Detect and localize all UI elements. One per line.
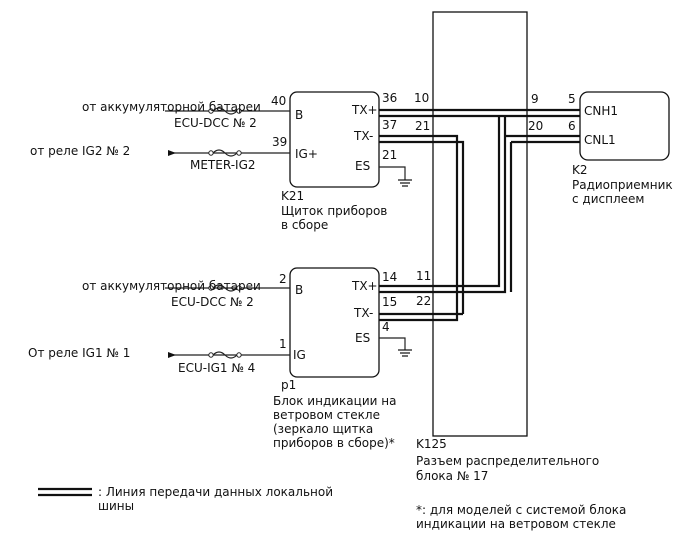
bottom-term-txp: TX+ — [351, 279, 378, 293]
bottom-battery-fuse: ECU-DCC № 2 — [171, 295, 254, 309]
bottom-es-ground-wire — [379, 337, 406, 350]
radio-pin-cnl: 6 — [568, 119, 576, 133]
top-ig-source: от реле IG2 № 2 — [30, 144, 130, 158]
junction-pin-20: 20 — [528, 119, 543, 133]
top-ig-fuse: METER-IG2 — [190, 158, 256, 172]
bottom-pin-b: 2 — [279, 272, 287, 286]
footnote-line2: индикации на ветровом стекле — [416, 517, 616, 531]
bottom-ecu-code: p1 — [281, 378, 296, 392]
bottom-battery-fuse-symbol — [208, 284, 242, 292]
top-ecu-name-line1: Щиток приборов — [281, 204, 387, 218]
bottom-term-b: B — [295, 283, 303, 297]
top-battery-fuse-symbol — [208, 107, 242, 115]
footnote-line1: *: для моделей с системой блока — [416, 503, 626, 517]
legend-bus-symbol — [38, 487, 92, 497]
radio-term-cnh: CNH1 — [584, 104, 618, 118]
legend-text-line2: шины — [98, 499, 134, 513]
top-pin-txm: 37 — [382, 118, 397, 132]
top-es-ground-wire — [379, 166, 406, 180]
radio-code: K2 — [572, 163, 588, 177]
top-battery-fuse: ECU-DCC № 2 — [174, 116, 257, 130]
bottom-term-es: ES — [355, 331, 370, 345]
top-pin-b: 40 — [271, 94, 286, 108]
junction-name-line2: блока № 17 — [416, 469, 488, 483]
bottom-pin-es: 4 — [382, 320, 390, 334]
junction-name-line1: Разъем распределительного — [416, 454, 599, 468]
top-ig-arrow-icon — [168, 150, 176, 156]
junction-code: K125 — [416, 437, 447, 451]
bottom-ecu-name-line4: приборов в сборе)* — [273, 436, 395, 450]
top-ecu-code: K21 — [281, 189, 304, 203]
bottom-ecu-name-line2: ветровом стекле — [273, 408, 380, 422]
radio-pin-cnh: 5 — [568, 92, 576, 106]
junction-pin-21: 21 — [415, 119, 430, 133]
junction-pin-22: 22 — [416, 294, 431, 308]
top-ground-icon — [398, 179, 412, 187]
top-pin-ig: 39 — [272, 135, 287, 149]
top-ecu-name-line2: в сборе — [281, 218, 328, 232]
radio-display-box — [579, 91, 670, 161]
junction-connector-box — [432, 11, 528, 437]
top-term-b: B — [295, 108, 303, 122]
top-term-txp: TX+ — [351, 103, 378, 117]
radio-name-line1: Радиоприемник — [572, 178, 673, 192]
bottom-ecu-name-line1: Блок индикации на — [273, 394, 396, 408]
bottom-ig-fuse-symbol — [208, 351, 242, 359]
top-pin-txp: 36 — [382, 91, 397, 105]
top-ig-fuse-symbol — [208, 149, 242, 157]
junction-pin-9: 9 — [531, 92, 539, 106]
bottom-ig-source: От реле IG1 № 1 — [28, 346, 130, 360]
bottom-ig-arrow-icon — [168, 352, 176, 358]
top-term-ig: IG+ — [295, 147, 318, 161]
bottom-battery-source: от аккумуляторной батареи — [82, 279, 261, 293]
junction-pin-10: 10 — [414, 91, 429, 105]
legend-text-line1: : Линия передачи данных локальной — [98, 485, 333, 499]
radio-term-cnl: CNL1 — [584, 133, 616, 147]
top-pin-es: 21 — [382, 148, 397, 162]
bottom-ecu-name-line3: (зеркало щитка — [273, 422, 373, 436]
radio-name-line2: с дисплеем — [572, 192, 644, 206]
bottom-term-txm: TX- — [353, 306, 373, 320]
bottom-pin-ig: 1 — [279, 337, 287, 351]
bottom-term-ig: IG — [293, 348, 306, 362]
can-bus-lines — [379, 108, 580, 322]
junction-pin-11: 11 — [416, 269, 431, 283]
top-term-txm: TX- — [353, 129, 373, 143]
combination-meter-box — [289, 91, 380, 188]
top-battery-source: от аккумуляторной батареи — [82, 100, 261, 114]
bottom-ig-fuse: ECU-IG1 № 4 — [178, 361, 255, 375]
bottom-ground-icon — [398, 349, 412, 357]
bottom-pin-txm: 15 — [382, 295, 397, 309]
hud-unit-box — [289, 267, 380, 378]
top-term-es: ES — [355, 159, 370, 173]
bottom-pin-txp: 14 — [382, 270, 397, 284]
